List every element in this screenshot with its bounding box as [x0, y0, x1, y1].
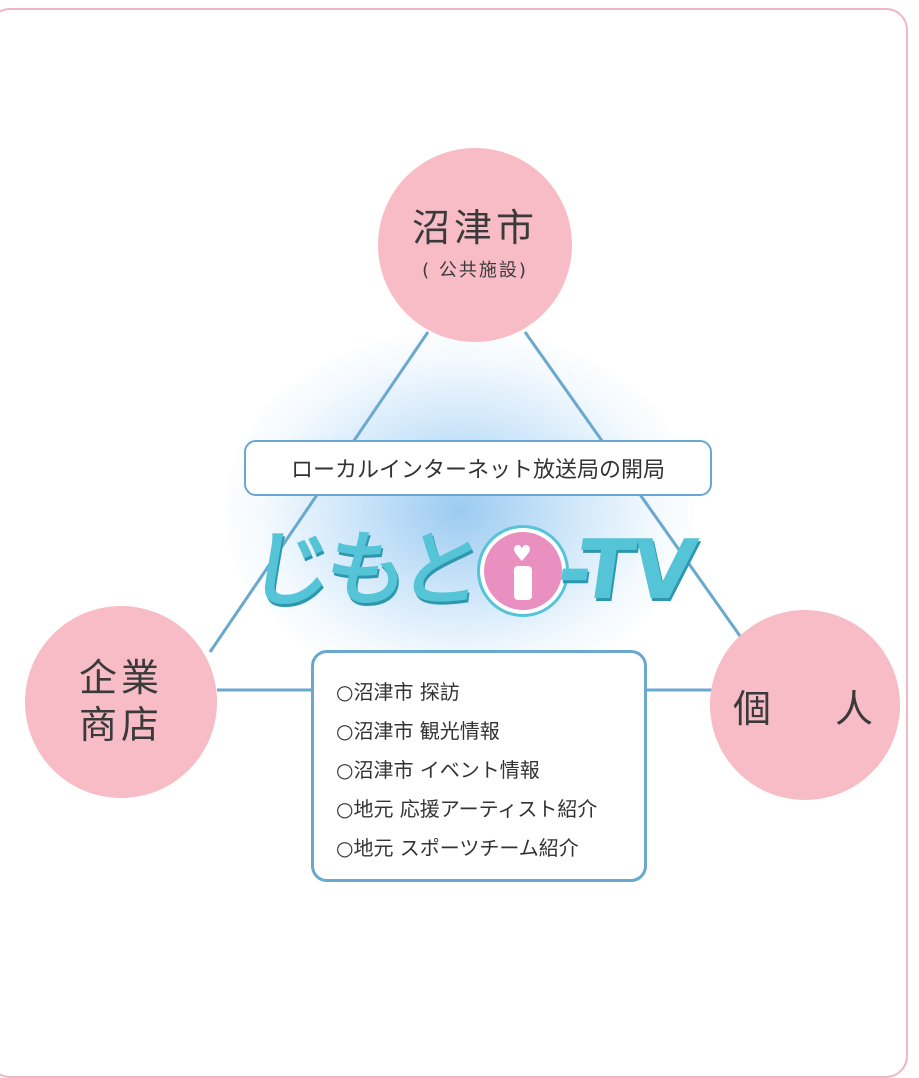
center-banner-text: ローカルインターネット放送局の開局 [290, 458, 665, 483]
logo-jimoto-lettering: じもと [243, 523, 484, 618]
node-numazu-title: 沼津市 [411, 206, 538, 251]
list-item: ○地元 応援アーティスト紹介 [336, 797, 598, 821]
list-item: ○地元 スポーツチーム紹介 [336, 836, 579, 860]
center-banner: ローカルインターネット放送局の開局 [244, 440, 712, 496]
node-individual-label: 個 人 [732, 686, 900, 731]
list-item: ○沼津市 イベント情報 [336, 758, 540, 782]
node-individual: 個 人 [710, 610, 900, 800]
logo-tv-lettering: -TV [551, 523, 701, 618]
heart-icon: ♥ [512, 542, 532, 567]
jimoto-itv-logo: じもと ♥ -TV [240, 522, 720, 620]
content-list-box: ○沼津市 探訪 ○沼津市 観光情報 ○沼津市 イベント情報 ○地元 応援アーティ… [311, 650, 647, 882]
logo-i-stem [514, 566, 532, 600]
node-business-line1: 企業 [78, 655, 163, 700]
list-item: ○沼津市 探訪 [336, 680, 460, 704]
node-business-line2: 商店 [78, 703, 163, 747]
logo-i-heart-icon: ♥ [484, 532, 562, 610]
node-numazu-city: 沼津市 ( 公共施設) [378, 148, 572, 342]
node-business-shops: 企業 商店 [25, 606, 217, 798]
node-numazu-subtitle: ( 公共施設) [422, 259, 528, 281]
center-glow [225, 330, 695, 690]
list-item: ○沼津市 観光情報 [336, 719, 500, 743]
